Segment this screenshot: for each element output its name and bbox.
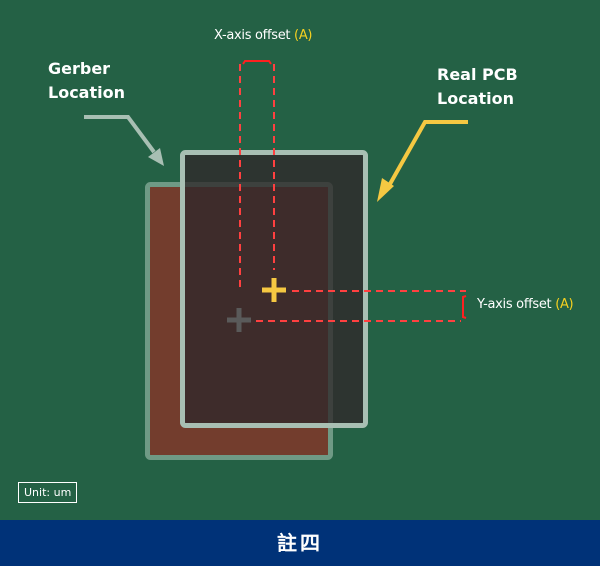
y-offset-text: Y-axis offset <box>477 297 552 312</box>
y-offset-bracket <box>462 295 467 319</box>
real-pcb-arrow-icon <box>377 120 468 202</box>
gerber-label-line2: Location <box>48 83 125 102</box>
x-offset-bracket <box>242 60 272 65</box>
real-center-plus-icon <box>262 278 286 302</box>
real-pcb-location-label: Real PCB Location <box>437 63 518 111</box>
x-offset-var: (A) <box>294 28 313 43</box>
gerber-location-label: Gerber Location <box>48 57 125 105</box>
gerber-center-plus-icon <box>227 308 251 332</box>
x-offset-text: X-axis offset <box>214 28 291 43</box>
y-offset-var: (A) <box>555 297 574 312</box>
real-pcb-label-line1: Real PCB <box>437 65 518 84</box>
footer-caption: 註四 <box>0 520 600 566</box>
gerber-arrow-icon <box>84 115 164 166</box>
x-axis-offset-label: X-axis offset (A) <box>214 28 312 43</box>
unit-badge: Unit: um <box>18 482 78 503</box>
real-pcb-label-line2: Location <box>437 89 514 108</box>
y-axis-offset-label: Y-axis offset (A) <box>477 297 574 312</box>
gerber-label-line1: Gerber <box>48 59 111 78</box>
